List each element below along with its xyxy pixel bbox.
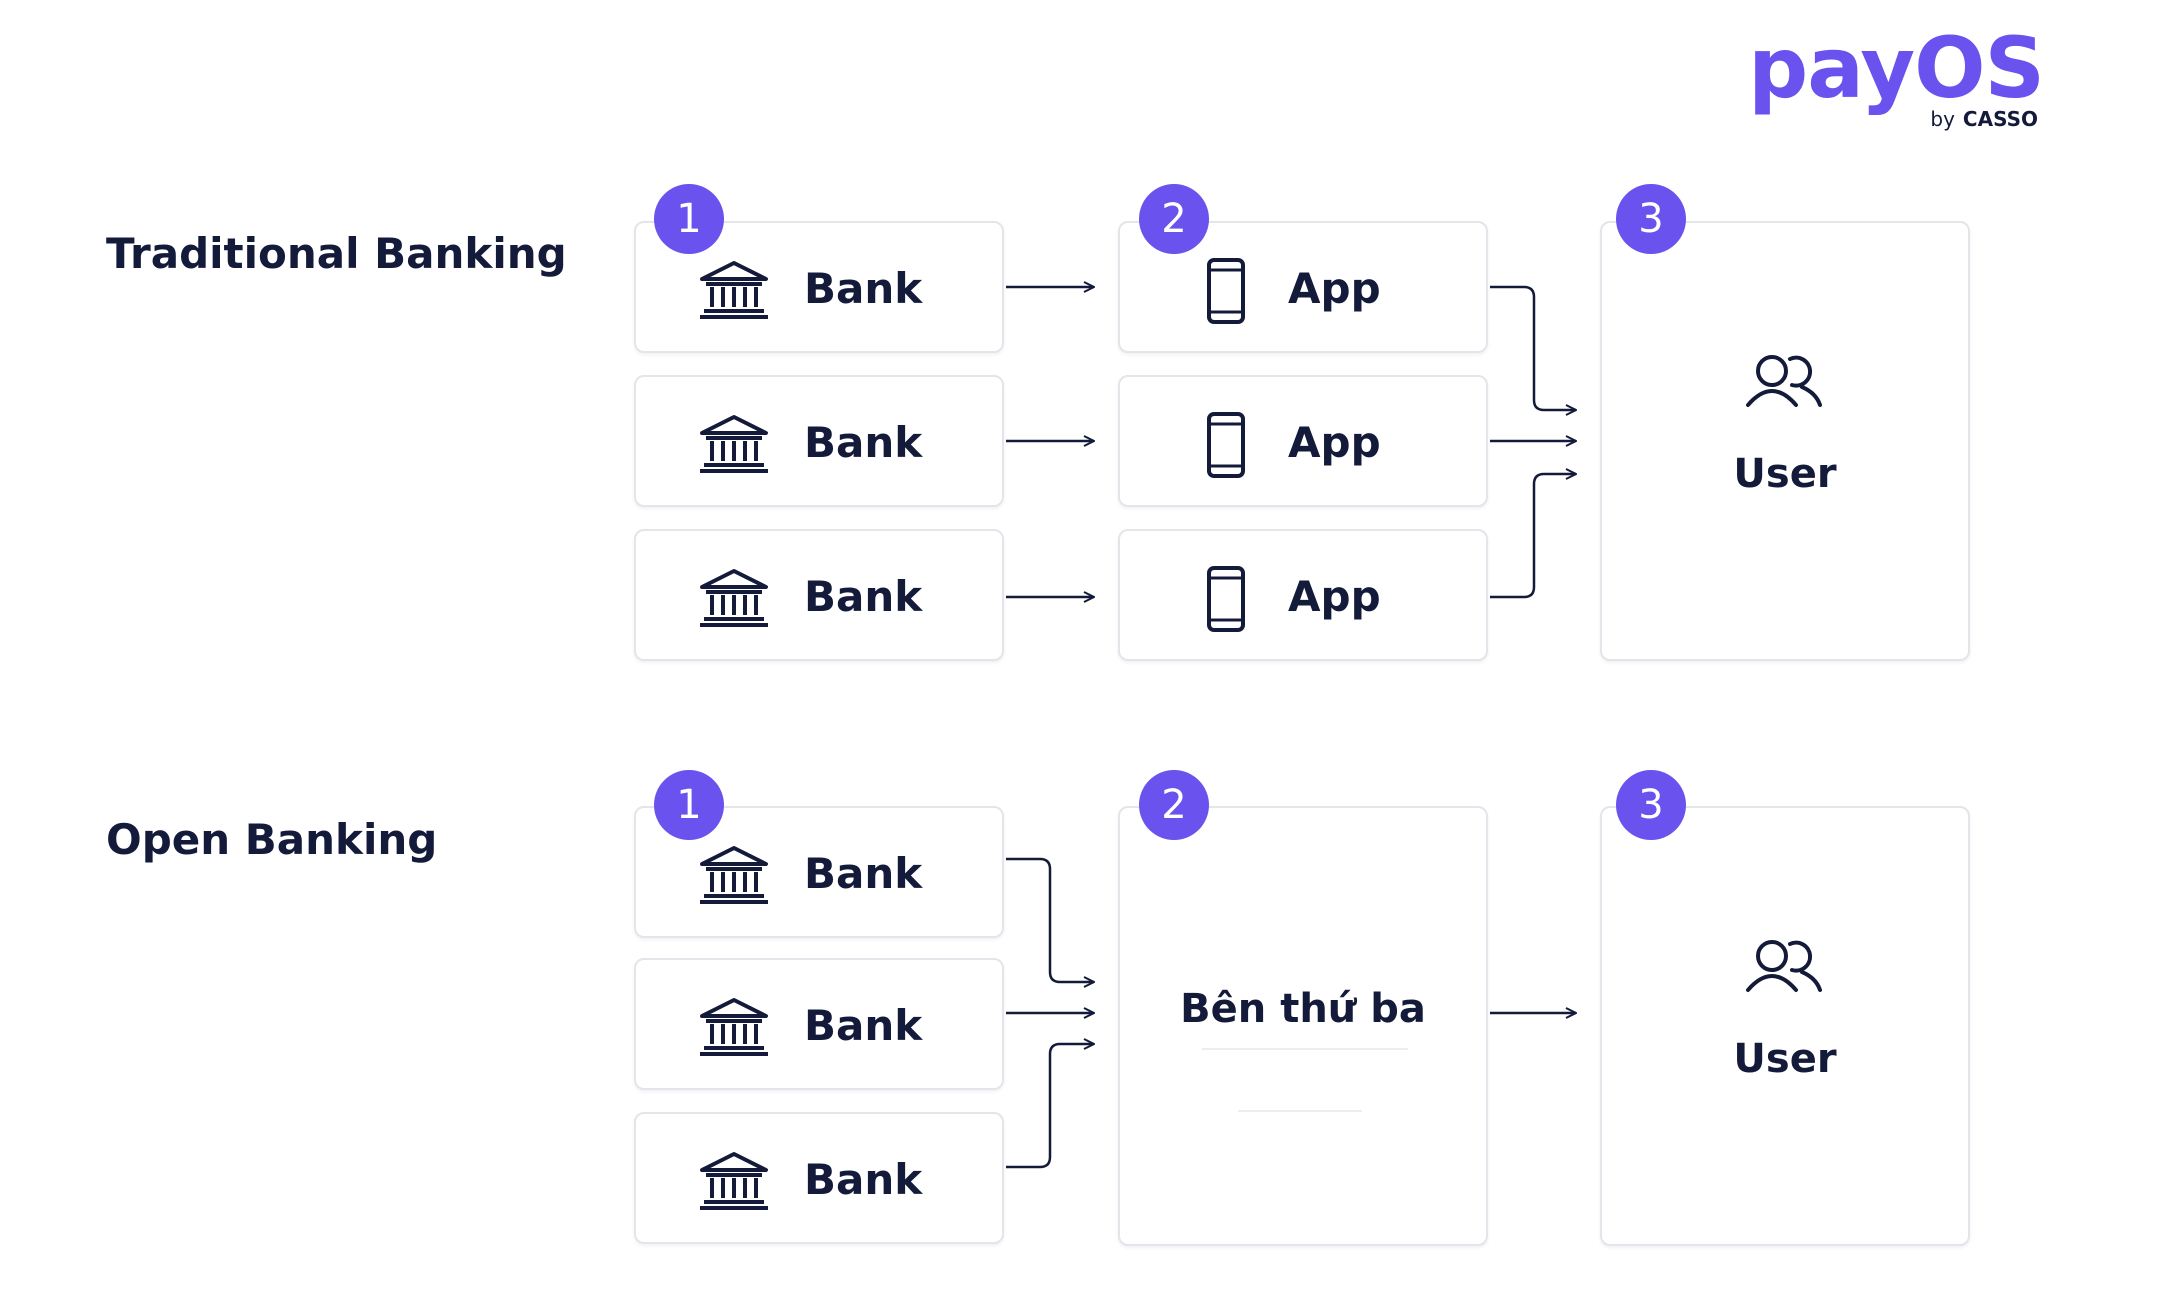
divider	[1202, 1048, 1408, 1050]
open-bank-card-3: Bank	[634, 1112, 1004, 1244]
flow-arrow	[1490, 285, 1576, 410]
bank-label: Bank	[804, 849, 923, 898]
third-party-label: Bên thứ ba	[1180, 986, 1426, 1032]
logo-byline: by CASSO	[1930, 106, 2038, 132]
flow-arrow	[1006, 1044, 1094, 1169]
logo-brand: CASSO	[1962, 107, 2038, 131]
step-badge-2: 2	[1139, 184, 1209, 254]
app-label: App	[1288, 572, 1381, 621]
flow-arrow	[1490, 474, 1576, 599]
user-label: User	[1733, 451, 1837, 497]
step-badge-1: 1	[654, 770, 724, 840]
traditional-bank-card-2: Bank	[634, 375, 1004, 507]
step-badge-1: 1	[654, 184, 724, 254]
step-badge-3: 3	[1616, 770, 1686, 840]
bank-label: Bank	[804, 572, 923, 621]
step-badge-2: 2	[1139, 770, 1209, 840]
traditional-user-card: User	[1600, 221, 1970, 661]
user-label: User	[1733, 1036, 1837, 1082]
open-user-card: User	[1600, 806, 1970, 1246]
third-party-card: Bên thứ ba	[1118, 806, 1488, 1246]
app-label: App	[1288, 264, 1381, 313]
logo-wordmark: payOS	[1748, 19, 2045, 117]
flow-arrow	[1006, 857, 1094, 982]
traditional-app-card-3: App	[1118, 529, 1488, 661]
traditional-app-card-2: App	[1118, 375, 1488, 507]
logo-by: by	[1930, 107, 1955, 131]
traditional-bank-card-1: Bank	[634, 221, 1004, 353]
payos-logo: payOS by CASSO	[1748, 18, 2045, 138]
divider	[1238, 1110, 1362, 1112]
bank-label: Bank	[804, 1155, 923, 1204]
bank-label: Bank	[804, 418, 923, 467]
open-bank-card-2: Bank	[634, 958, 1004, 1090]
step-badge-3: 3	[1616, 184, 1686, 254]
bank-label: Bank	[804, 1001, 923, 1050]
traditional-banking-title: Traditional Banking	[106, 229, 567, 278]
bank-label: Bank	[804, 264, 923, 313]
app-label: App	[1288, 418, 1381, 467]
traditional-bank-card-3: Bank	[634, 529, 1004, 661]
open-banking-title: Open Banking	[106, 815, 438, 864]
